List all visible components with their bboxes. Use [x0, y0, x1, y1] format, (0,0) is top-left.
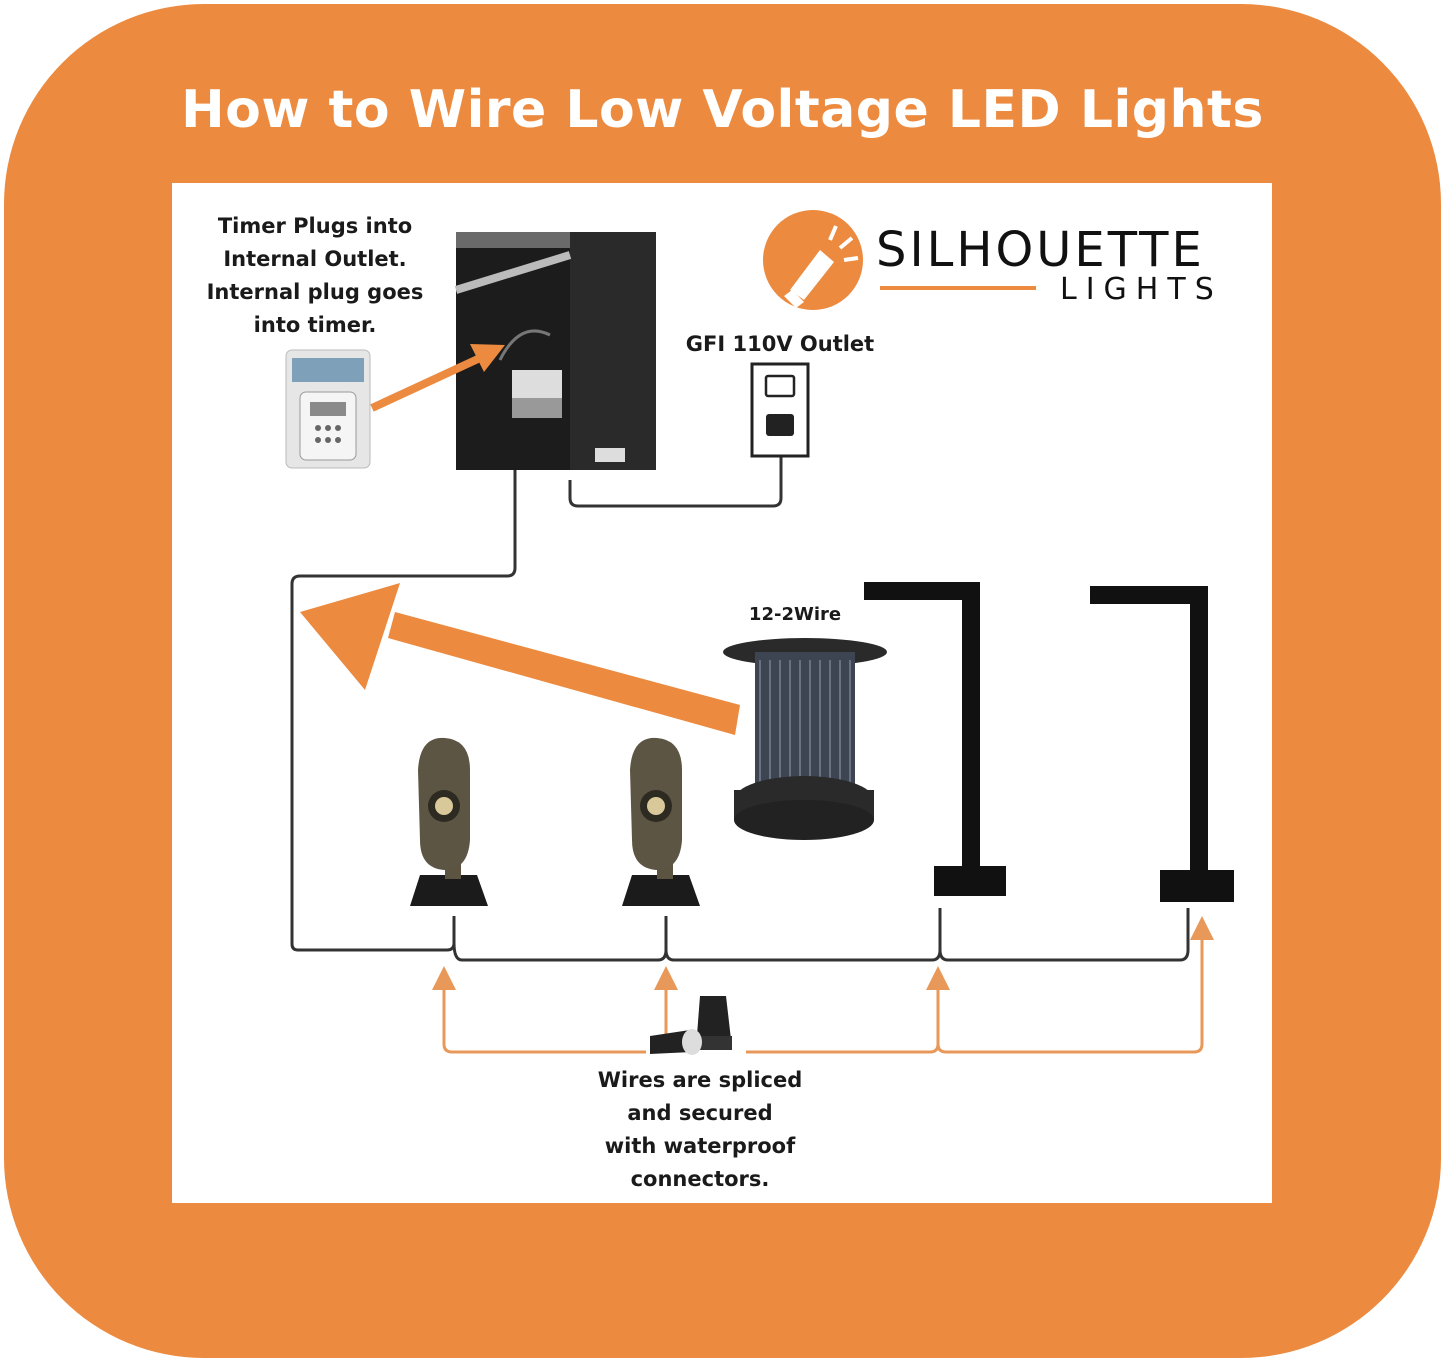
timer-arrow	[370, 344, 505, 412]
spotlight-1	[410, 737, 488, 906]
flashlight-icon	[784, 225, 859, 308]
timer-package	[285, 349, 371, 469]
path-light-2	[1090, 586, 1234, 902]
spotlight-2	[622, 737, 700, 906]
wire-label: 12-2Wire	[748, 604, 842, 625]
connectors-label-line-2: and secured	[627, 1101, 773, 1125]
path-light-1	[864, 582, 1006, 896]
wire-connectors	[650, 996, 732, 1055]
wire-spool	[723, 638, 887, 840]
outlet-label: GFI 110V Outlet	[685, 332, 875, 356]
timer-label-line-1: Timer Plugs into	[217, 214, 413, 238]
connector-arrowheads	[432, 916, 1214, 990]
timer-label-line-3: Internal plug goes	[206, 280, 424, 304]
timer-label-line-4: into timer.	[253, 313, 377, 337]
connectors-label-line-3: with waterproof	[604, 1134, 796, 1158]
timer-label-line-2: Internal Outlet.	[223, 247, 407, 271]
connector-lines	[442, 930, 1204, 1054]
brand-name: SILHOUETTE	[876, 222, 1205, 278]
transformer-box	[454, 232, 656, 470]
low-voltage-wiring	[290, 456, 1190, 962]
brand-logo	[763, 210, 1036, 310]
connectors-label: Wires are spliced and secured with water…	[570, 1064, 830, 1196]
page-title: How to Wire Low Voltage LED Lights	[181, 80, 1264, 140]
wire-direction-arrow	[300, 583, 740, 735]
connectors-label-line-4: connectors.	[630, 1167, 770, 1191]
timer-label: Timer Plugs into Internal Outlet. Intern…	[190, 210, 440, 342]
gfi-outlet	[750, 362, 810, 458]
connectors-label-line-1: Wires are spliced	[597, 1068, 803, 1092]
brand-sub: LIGHTS	[1060, 272, 1223, 307]
